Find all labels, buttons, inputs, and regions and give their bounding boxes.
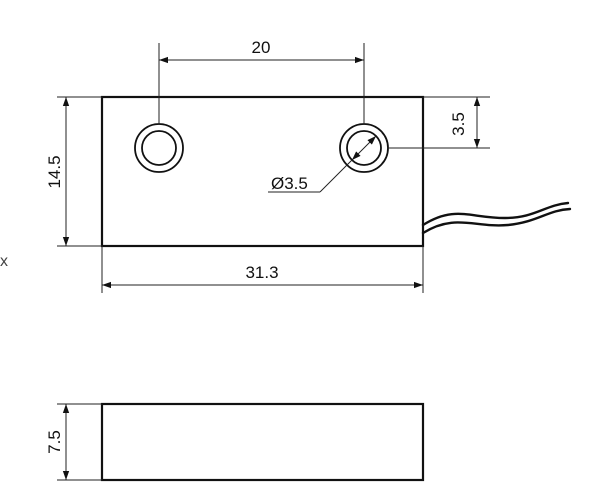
top-view-body-outline: [100, 95, 425, 248]
thickness-label: 7.5: [45, 430, 64, 454]
side-view-body-outline: [100, 402, 425, 482]
body-length-label: 31.3: [245, 263, 278, 282]
hole-offset-dimension: 3.5: [388, 96, 490, 149]
top-view: 20 14.5 3.5 Ø3.5 31.3: [45, 38, 572, 293]
hole-diameter-dimension: Ø3.5: [268, 135, 377, 193]
body-height-label: 14.5: [45, 155, 64, 188]
side-view: 7.5: [45, 402, 425, 482]
edge-glyph: x: [0, 253, 8, 270]
hole-spacing-dimension: 20: [158, 38, 365, 124]
hole-offset-label: 3.5: [449, 112, 468, 136]
left-mounting-hole: [134, 123, 184, 173]
body-length-dimension: 31.3: [101, 246, 424, 293]
body-height-dimension: 14.5: [45, 96, 102, 247]
cable: [421, 201, 572, 235]
thickness-dimension: 7.5: [45, 403, 102, 481]
hole-diameter-label: Ø3.5: [271, 174, 308, 193]
hole-spacing-label: 20: [252, 38, 271, 57]
